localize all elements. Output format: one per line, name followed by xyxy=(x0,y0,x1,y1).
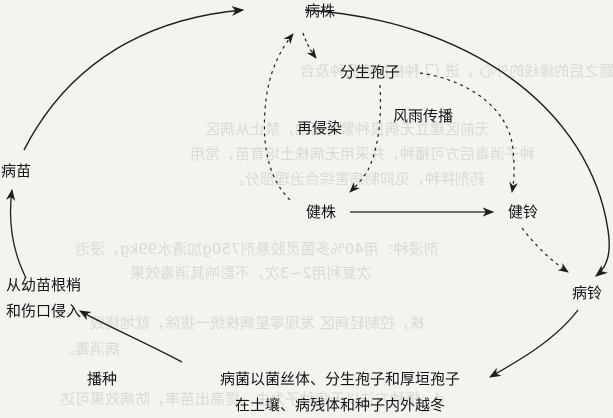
edge-plant-to-diseased-boll xyxy=(304,9,610,277)
overwinter-line1: 病菌以菌丝体、分生孢子和厚垣孢子 xyxy=(219,370,461,388)
node-healthy-boll: 健铃 xyxy=(508,203,539,221)
label-reinfection: 再侵染 xyxy=(297,119,343,137)
edge-seedling-to-plant xyxy=(23,5,245,151)
edge-conidia-to-healthy-plant xyxy=(349,84,382,193)
node-healthy-plant: 健株 xyxy=(306,203,337,221)
edge-infection-to-seedling xyxy=(5,188,27,279)
node-overwinter: 病菌以菌丝体、分生孢子和厚垣孢子 在土壤、病残体和种子内外越冬 xyxy=(220,366,460,418)
edge-healthy-boll-to-diseased-boll xyxy=(521,227,569,273)
edge-diseased-boll-to-overwinter xyxy=(488,309,579,378)
infection-entry-line1: 从幼苗根梢 xyxy=(6,276,82,294)
edge-overwinter-to-infection xyxy=(78,310,183,363)
edge-conidia-to-healthy-boll xyxy=(419,72,518,194)
label-wind-rain-spread: 风雨传播 xyxy=(393,107,454,125)
node-diseased-boll: 病铃 xyxy=(572,284,603,302)
node-infection-entry: 从幼苗根梢 和伤口侵入 xyxy=(6,272,81,324)
node-conidia: 分生孢子 xyxy=(340,63,401,81)
node-diseased-seedling: 病苗 xyxy=(1,162,32,180)
node-diseased-plant: 病株 xyxy=(304,2,336,20)
label-sowing: 播种 xyxy=(87,370,118,388)
edge-plant-to-conidia xyxy=(302,32,317,59)
infection-entry-line2: 和伤口侵入 xyxy=(6,302,82,320)
overwinter-line2: 在土壤、病残体和种子内外越冬 xyxy=(234,396,446,414)
edge-reinfection xyxy=(263,33,294,201)
